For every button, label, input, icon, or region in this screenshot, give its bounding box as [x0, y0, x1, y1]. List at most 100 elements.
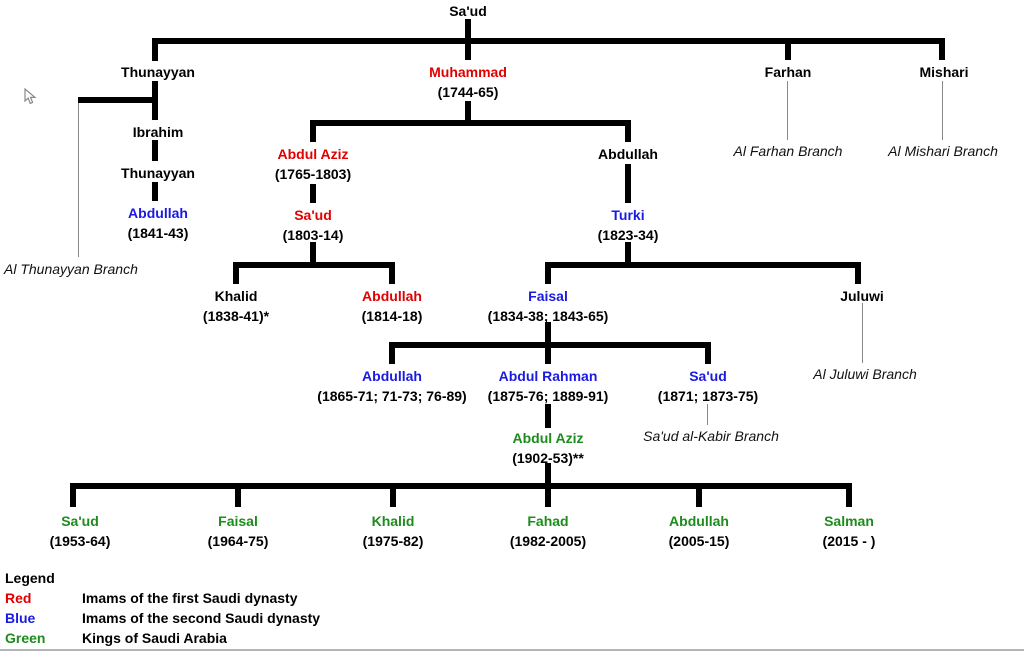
person-name: Mishari: [919, 64, 969, 80]
connector-line: [625, 126, 631, 142]
connector-line: [78, 97, 158, 103]
connector-line: [705, 348, 711, 364]
person-name: Abdul Rahman: [498, 368, 598, 384]
connector-line: [545, 489, 551, 507]
branch-line: [787, 81, 788, 140]
person-name: Thunayyan: [121, 165, 195, 181]
person-name: Sa'ud: [689, 368, 727, 384]
person-name: Faisal: [528, 288, 568, 304]
node-thunayyan-2: Thunayyan: [121, 163, 195, 183]
person-dates: (1765-1803): [274, 166, 352, 182]
legend-term-green: Green: [5, 630, 46, 646]
connector-line: [152, 44, 158, 61]
connector-line: [152, 182, 158, 201]
person-name: Sa'ud: [61, 513, 99, 529]
node-thunayyan: Thunayyan: [121, 62, 195, 82]
node-turki: Turki (1823-34): [598, 205, 659, 245]
person-dates: (1814-18): [361, 308, 423, 324]
person-name: Fahad: [527, 513, 569, 529]
person-name: Abdullah: [598, 146, 658, 162]
person-name: Salman: [824, 513, 874, 529]
node-khalid-king: Khalid (1975-82): [363, 511, 424, 551]
connector-line: [70, 483, 852, 489]
connector-line: [389, 348, 395, 364]
node-abdullah-1865: Abdullah(1865-71; 71-73; 76-89): [317, 366, 466, 406]
connector-line: [389, 268, 395, 284]
person-dates: (1841-43): [127, 225, 189, 241]
connector-line: [545, 322, 551, 343]
node-faisal-1834: Faisal (1834-38; 1843-65): [488, 286, 609, 326]
connector-line: [233, 268, 239, 284]
branch-label-al-mishari: Al Mishari Branch: [888, 143, 998, 159]
node-abdullah-king: Abdullah(2005-15): [669, 511, 730, 551]
person-dates: (1964-75): [207, 533, 269, 549]
connector-line: [625, 164, 631, 203]
person-name: Abdul Aziz: [512, 430, 584, 446]
person-name: Ibrahim: [132, 124, 184, 140]
person-dates: (1823-34): [597, 227, 659, 243]
connector-line: [233, 262, 395, 268]
connector-line: [545, 268, 551, 284]
node-fahad-king: Fahad(1982-2005): [510, 511, 586, 551]
node-saud-king: Sa'ud (1953-64): [50, 511, 111, 551]
person-dates: (1875-76; 1889-91): [487, 388, 609, 404]
person-dates: (1744-65): [437, 84, 499, 100]
connector-line: [310, 242, 316, 263]
person-dates: (1834-38; 1843-65): [487, 308, 609, 324]
connector-line: [389, 342, 711, 348]
branch-line: [78, 103, 79, 257]
connector-line: [465, 19, 471, 39]
connector-line: [465, 44, 471, 60]
person-name: Sa'ud: [449, 3, 487, 19]
node-salman-king: Salman (2015 - ): [823, 511, 876, 551]
node-mishari: Mishari: [919, 62, 968, 82]
branch-line: [942, 81, 943, 140]
person-dates: (1902-53)**: [512, 450, 584, 466]
node-abdullah-mid: Abdullah: [598, 144, 658, 164]
branch-label-al-thunayyan: Al Thunayyan Branch: [4, 261, 138, 277]
connector-line: [545, 404, 551, 428]
node-saud-1871: Sa'ud(1871; 1873-75): [658, 366, 758, 406]
person-name: Sa'ud: [294, 207, 332, 223]
person-name: Juluwi: [840, 288, 884, 304]
legend-row: Red Imams of the first Saudi dynasty: [5, 588, 320, 608]
person-name: Muhammad: [429, 64, 507, 80]
legend-description: Kings of Saudi Arabia: [82, 630, 227, 646]
connector-line: [846, 489, 852, 507]
legend-row: Green Kings of Saudi Arabia: [5, 628, 320, 648]
connector-line: [70, 489, 76, 507]
legend: Legend Red Imams of the first Saudi dyna…: [5, 570, 320, 648]
branch-line: [862, 303, 863, 363]
person-name: Abdullah: [362, 368, 422, 384]
legend-description: Imams of the second Saudi dynasty: [82, 610, 321, 626]
connector-line: [152, 140, 158, 161]
bottom-edge-line: [0, 649, 1024, 651]
connector-line: [310, 184, 316, 203]
node-farhan: Farhan: [765, 62, 812, 82]
person-name: Turki: [611, 207, 645, 223]
connector-line: [855, 268, 861, 284]
person-name: Khalid: [371, 513, 415, 529]
node-khalid-1838: Khalid(1838-41)*: [203, 286, 269, 326]
connector-line: [545, 348, 551, 364]
person-dates: (1953-64): [49, 533, 111, 549]
mouse-cursor-icon: [24, 88, 37, 105]
branch-label-saud-al-kabir: Sa'ud al-Kabir Branch: [643, 428, 779, 444]
person-dates: (2015 - ): [822, 533, 876, 549]
connector-line: [310, 126, 316, 142]
legend-row: Blue Imams of the second Saudi dynasty: [5, 608, 320, 628]
connector-line: [152, 38, 945, 44]
connector-line: [235, 489, 241, 507]
legend-term-red: Red: [5, 590, 32, 606]
node-abdullah-1841: Abdullah(1841-43): [128, 203, 189, 243]
connector-line: [465, 101, 471, 120]
connector-line: [939, 44, 945, 60]
legend-term-blue: Blue: [5, 610, 36, 626]
person-name: Abdullah: [669, 513, 729, 529]
person-name: Abdul Aziz: [277, 146, 349, 162]
branch-label-al-juluwi: Al Juluwi Branch: [813, 366, 917, 382]
person-dates: (1975-82): [362, 533, 424, 549]
node-saud-1803: Sa'ud(1803-14): [283, 205, 344, 245]
person-name: Faisal: [218, 513, 258, 529]
